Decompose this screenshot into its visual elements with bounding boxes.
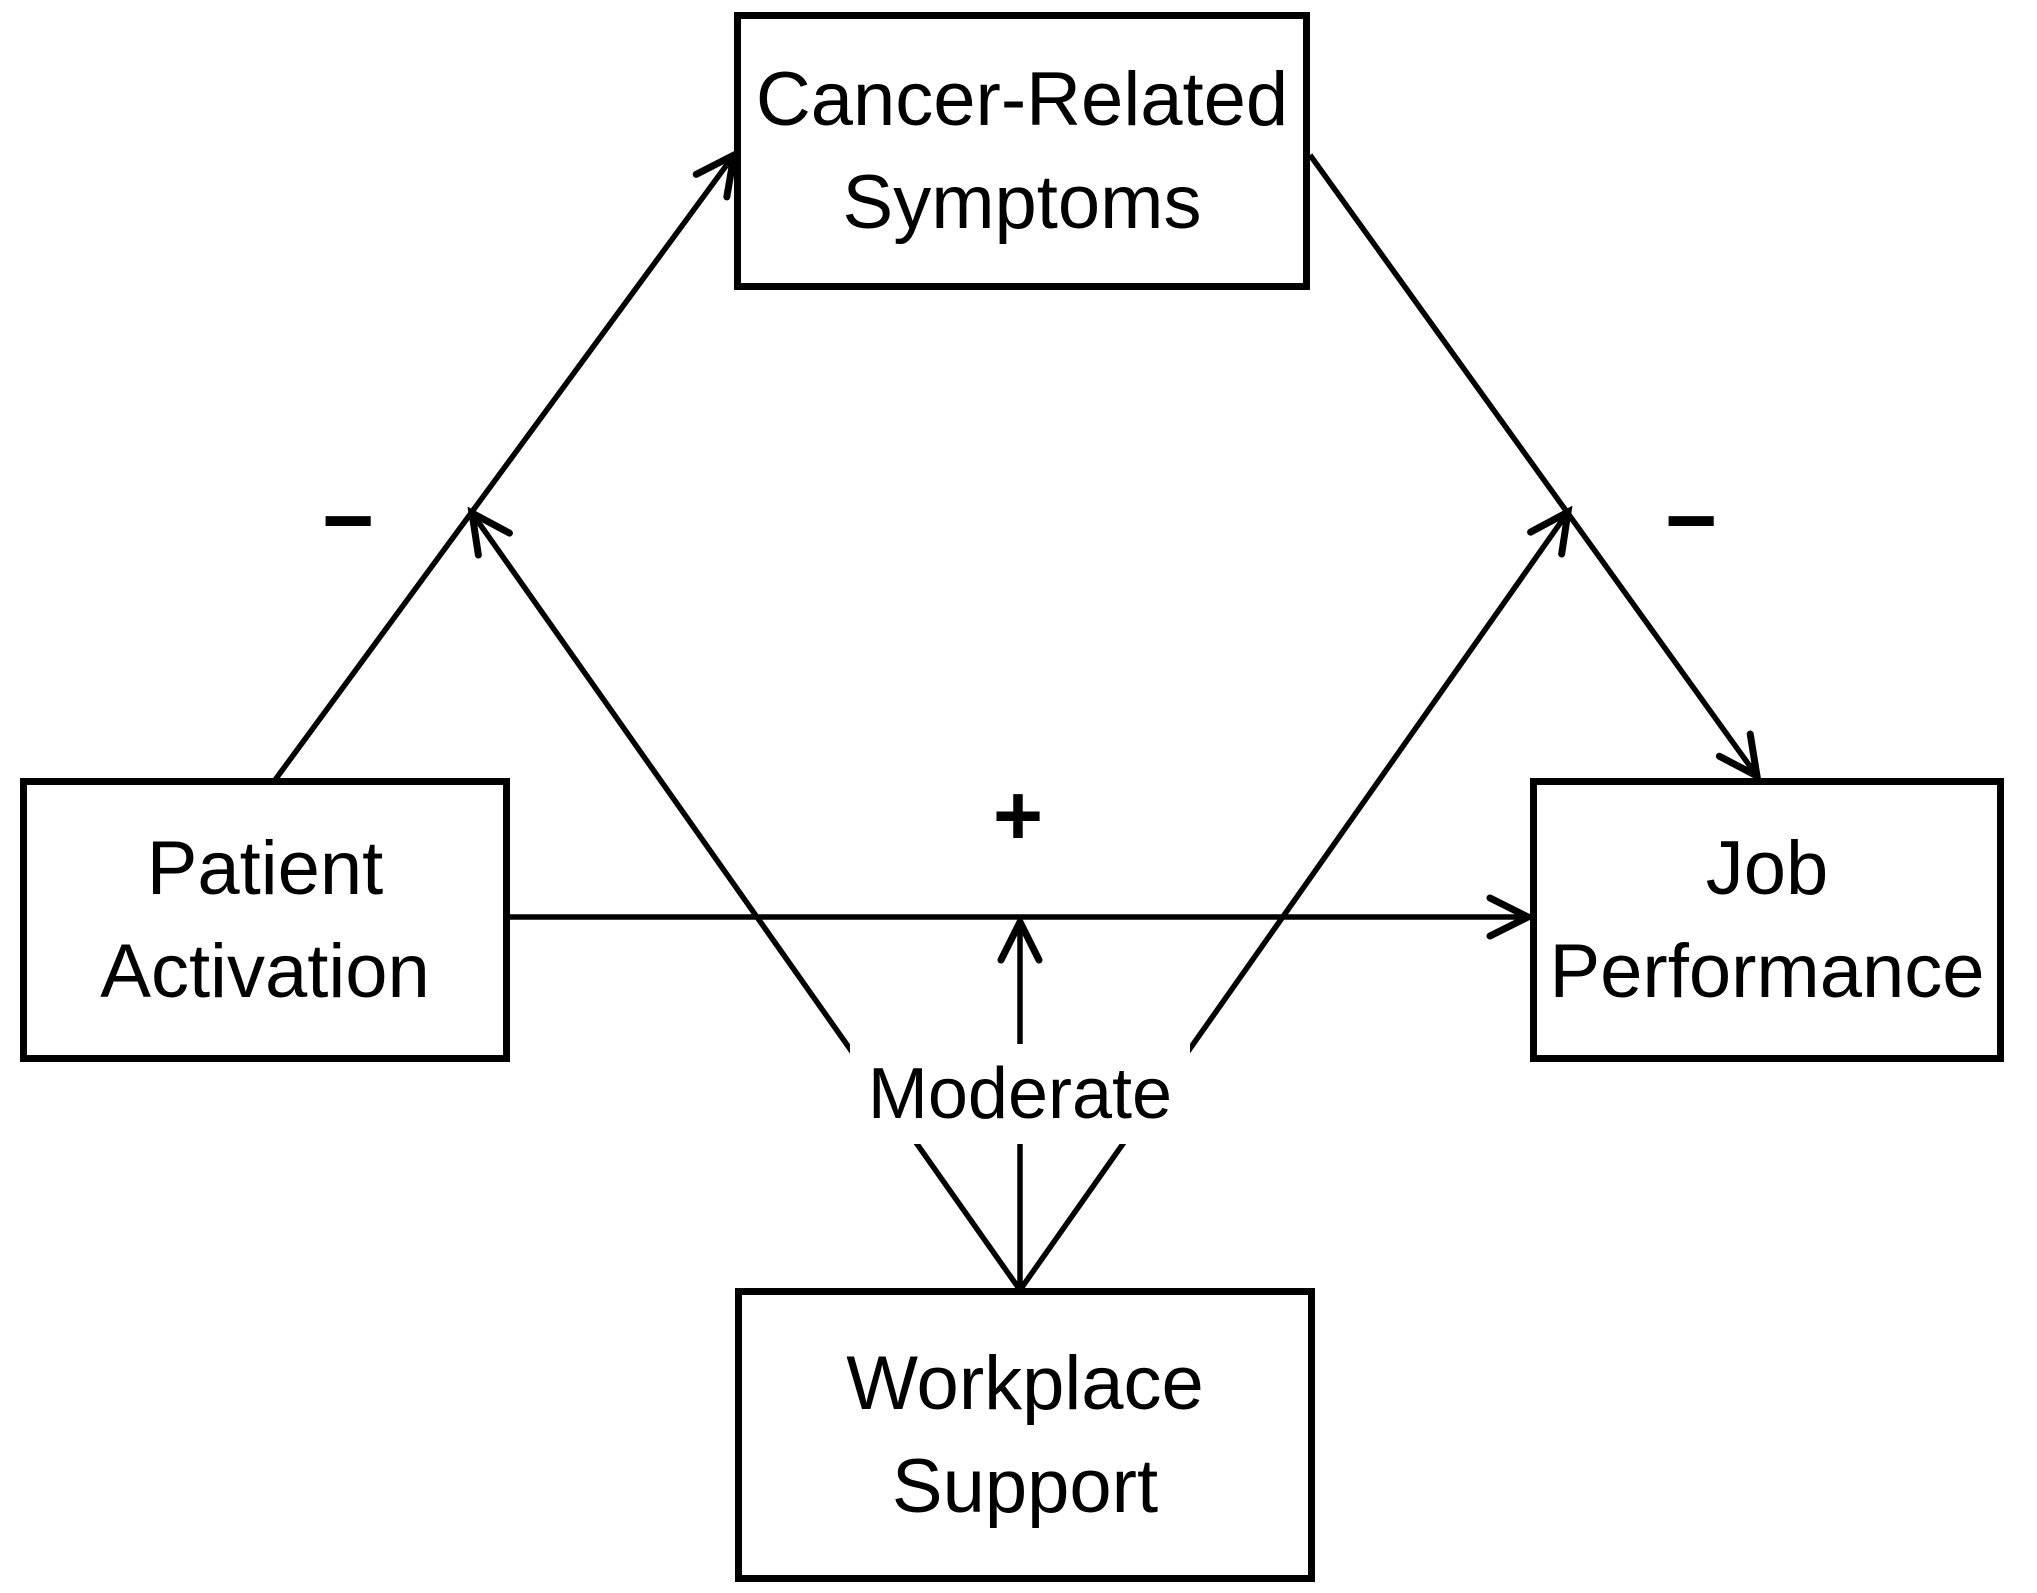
arrow-cancer-symptoms-to-job-performance [1307,153,1762,783]
node-label-line: Job [1705,825,1829,911]
node-workplace-support: Workplace Support [735,1288,1315,1582]
node-label-line: Performance [1549,929,1985,1014]
node-cancer-related-symptoms: Cancer-Related Symptoms [734,12,1310,290]
node-label-line: Cancer-Related [755,56,1289,142]
path-sign-negative-left: − [322,471,375,571]
node-job-performance: Job Performance [1530,778,2004,1062]
node-label-line: Activation [100,929,430,1014]
moderation-arrow-right [1017,505,1573,1292]
moderation-label: Moderate [850,1044,1190,1144]
node-label-line: Symptoms [842,160,1202,245]
path-sign-negative-right: − [1665,471,1718,571]
node-label-line: Workplace [846,1340,1204,1426]
node-label-line: Support [891,1444,1159,1529]
node-patient-activation: Patient Activation [20,778,510,1062]
node-label-line: Patient [146,825,384,911]
path-sign-positive: + [993,768,1043,864]
moderation-arrow-left [467,506,1023,1292]
arrow-patient-activation-to-cancer-symptoms [272,148,739,782]
